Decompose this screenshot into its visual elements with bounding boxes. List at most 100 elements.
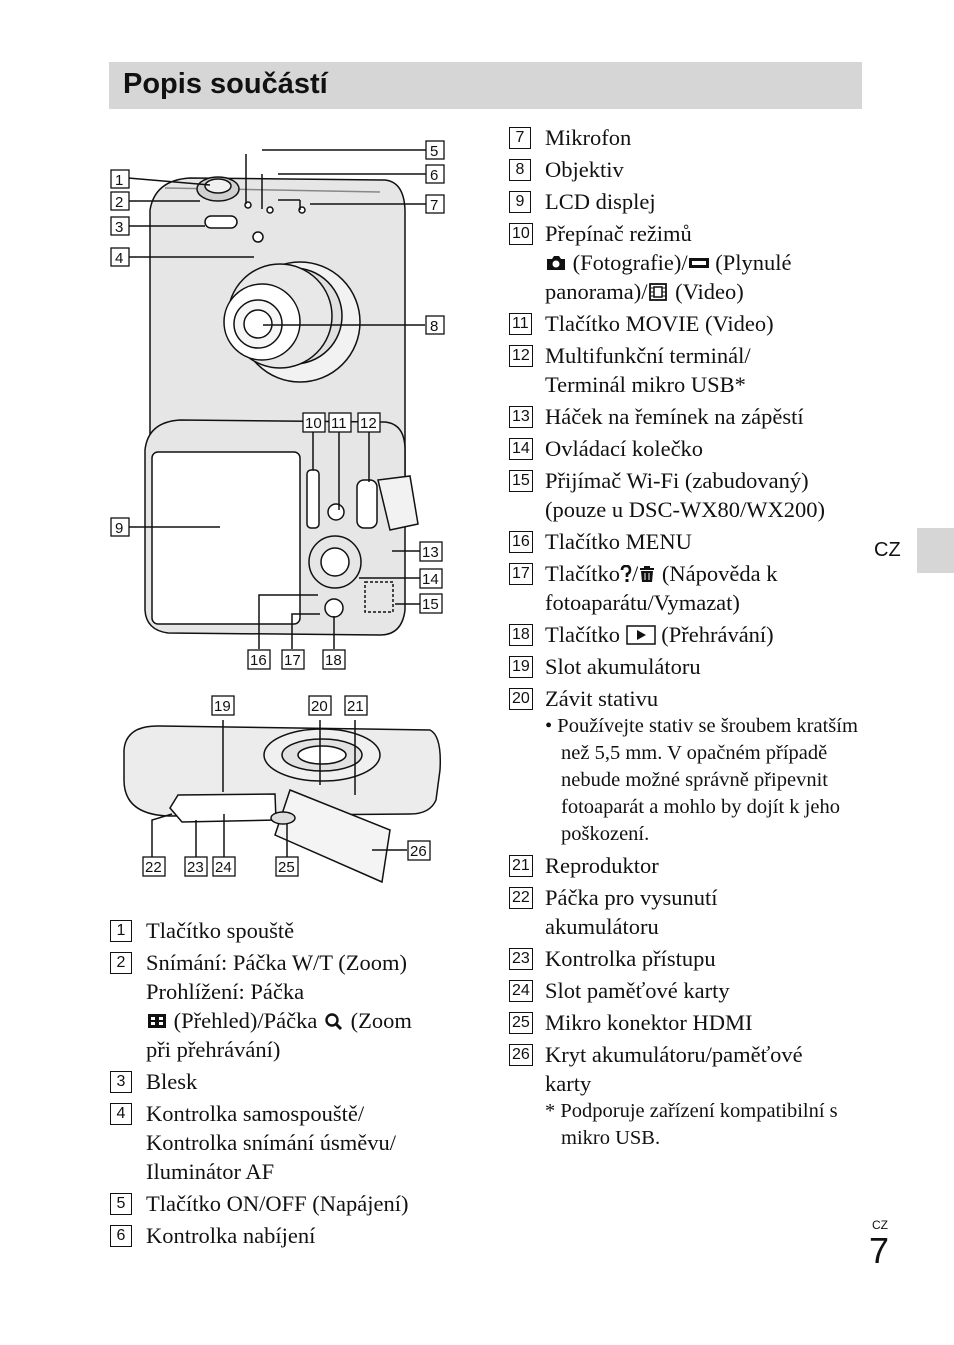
list-item: 26 Kryt akumulátoru/paměťové karty * Pod… — [509, 1040, 869, 1152]
callout-14: 14 — [422, 571, 439, 588]
item-text: Tlačítko — [545, 622, 620, 647]
item-text: Přepínač režimů — [545, 221, 692, 246]
list-item: 19 Slot akumulátoru — [509, 652, 869, 681]
item-number: 11 — [509, 313, 532, 335]
callout-labels: 1 2 3 4 5 6 7 8 9 10 11 12 13 14 15 16 1… — [110, 140, 445, 877]
callout-20: 20 — [311, 698, 328, 715]
callout-15: 15 — [422, 596, 439, 613]
item-number: 10 — [509, 223, 533, 245]
callout-17: 17 — [284, 652, 301, 669]
item-text: Kryt akumulátoru/paměťové — [545, 1042, 803, 1067]
item-number: 4 — [110, 1103, 132, 1125]
list-item: 8 Objektiv — [509, 155, 869, 184]
item-number: 13 — [509, 406, 533, 428]
list-item: 3 Blesk — [110, 1067, 470, 1096]
item-number: 20 — [509, 688, 533, 710]
item-number: 16 — [509, 531, 533, 553]
item-text: fotoaparátu/Vymazat) — [545, 590, 740, 615]
language-side-tab — [917, 528, 954, 573]
list-item: 17 Tlačítko/ (Nápověda k fotoaparátu/Vym… — [509, 559, 869, 617]
item-text: při přehrávání) — [146, 1037, 281, 1062]
item-number: 18 — [509, 624, 533, 646]
item-text: (Přehled)/Páčka — [173, 1008, 318, 1033]
camera-back-view — [128, 419, 422, 649]
item-number: 21 — [509, 855, 533, 877]
list-item: 1 Tlačítko spouště — [110, 916, 470, 945]
item-number: 1 — [110, 920, 132, 942]
callout-23: 23 — [187, 859, 204, 876]
list-item: 2 Snímání: Páčka W/T (Zoom) Prohlížení: … — [110, 948, 470, 1064]
item-text: Závit stativu — [545, 686, 659, 711]
callout-25: 25 — [278, 859, 295, 876]
list-item: 4 Kontrolka samospouště/ Kontrolka snímá… — [110, 1099, 470, 1186]
item-text: Ovládací kolečko — [545, 436, 704, 461]
item-number: 14 — [509, 438, 533, 460]
item-number: 19 — [509, 656, 533, 678]
item-text: (Nápověda k — [661, 561, 778, 586]
callout-5: 5 — [430, 143, 438, 160]
callout-22: 22 — [145, 859, 162, 876]
list-item: 25 Mikro konektor HDMI — [509, 1008, 869, 1037]
item-text: Kontrolka snímání úsměvu/ — [146, 1130, 396, 1155]
item-text: (Zoom — [350, 1008, 412, 1033]
page-title: Popis součástí — [123, 68, 328, 100]
item-text: akumulátoru — [545, 914, 659, 939]
callout-16: 16 — [250, 652, 267, 669]
item-number: 2 — [110, 952, 132, 974]
item-bullet-note: • Používejte stativ se šroubem kratším n… — [545, 715, 858, 845]
list-item: 12 Multifunkční terminál/ Terminál mikro… — [509, 341, 869, 399]
list-item: 15 Přijímač Wi-Fi (zabudovaný) (pouze u … — [509, 466, 869, 524]
item-number: 3 — [110, 1071, 132, 1093]
item-number: 7 — [509, 127, 531, 149]
item-text: Tlačítko ON/OFF (Napájení) — [146, 1191, 409, 1216]
item-text: Tlačítko MENU — [545, 529, 692, 554]
item-footnote: * Podporuje zařízení kompatibilní s mikr… — [545, 1100, 838, 1149]
list-item: 16 Tlačítko MENU — [509, 527, 869, 556]
callout-26: 26 — [410, 843, 427, 860]
item-number: 8 — [509, 159, 531, 181]
item-text: Snímání: Páčka W/T (Zoom) — [146, 950, 408, 975]
item-text: panorama)/ — [545, 279, 648, 304]
callout-11: 11 — [331, 415, 347, 432]
callout-1: 1 — [115, 172, 123, 189]
item-text: Páčka pro vysunutí — [545, 885, 718, 910]
item-text: Mikro konektor HDMI — [545, 1010, 753, 1035]
item-number: 24 — [509, 980, 533, 1002]
callout-2: 2 — [115, 194, 123, 211]
item-text: (Přehrávání) — [661, 622, 774, 647]
language-label: CZ — [874, 539, 901, 561]
list-item: 24 Slot paměťové karty — [509, 976, 869, 1005]
item-text: (Plynulé — [715, 250, 792, 275]
item-text: Slot akumulátoru — [545, 654, 701, 679]
title-bar: Popis součástí — [109, 62, 862, 109]
callout-4: 4 — [115, 250, 123, 267]
index-grid-icon — [148, 1014, 166, 1028]
item-number: 6 — [110, 1225, 132, 1247]
page-language-code: CZ — [872, 1218, 888, 1232]
item-text: Tlačítko MOVIE (Video) — [545, 311, 774, 336]
item-text: Blesk — [146, 1069, 198, 1094]
trash-delete-icon — [640, 566, 655, 582]
callout-8: 8 — [430, 318, 438, 335]
item-text: Tlačítko spouště — [146, 918, 295, 943]
camera-bottom-view — [123, 720, 442, 884]
item-text: Objektiv — [545, 157, 624, 182]
item-text: karty — [545, 1071, 592, 1096]
item-text: Slot paměťové karty — [545, 978, 730, 1003]
item-text: Tlačítko — [545, 561, 620, 586]
callout-18: 18 — [325, 652, 342, 669]
callout-9: 9 — [115, 520, 123, 537]
callout-19: 19 — [214, 698, 231, 715]
callout-7: 7 — [430, 197, 438, 214]
zoom-magnifier-icon — [325, 1013, 343, 1030]
item-number: 17 — [509, 563, 533, 585]
item-number: 26 — [509, 1044, 533, 1066]
item-text: Multifunkční terminál/ — [545, 343, 751, 368]
item-text: Reproduktor — [545, 853, 659, 878]
item-number: 25 — [509, 1012, 533, 1034]
callout-6: 6 — [430, 167, 438, 184]
list-item: 5 Tlačítko ON/OFF (Napájení) — [110, 1189, 470, 1218]
